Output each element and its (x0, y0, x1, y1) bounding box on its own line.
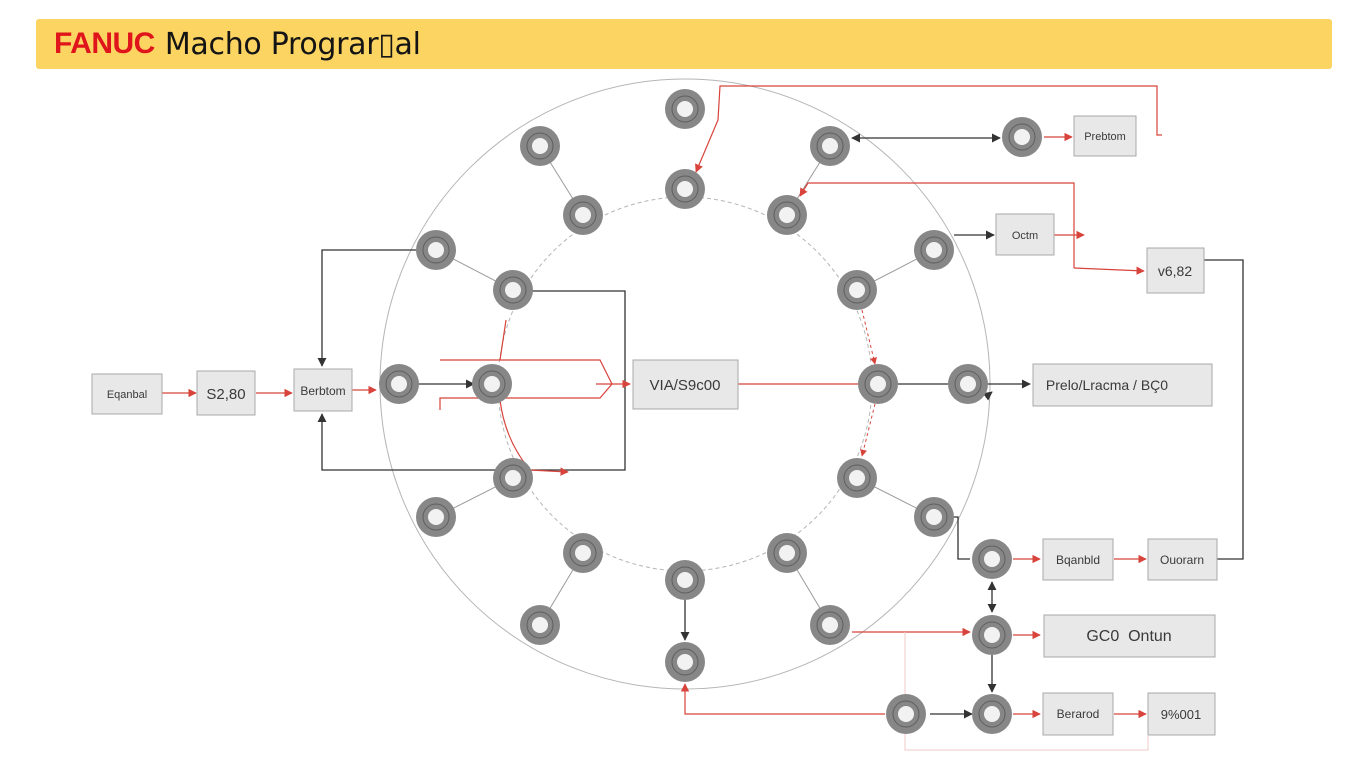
node-bottom-chain-left[interactable] (886, 694, 926, 734)
node-outer-left[interactable] (379, 364, 419, 404)
box-mid-right-label: Octm (1012, 230, 1038, 242)
node-top-right-link[interactable] (1002, 117, 1042, 157)
node-outer-bottom-right[interactable] (810, 605, 850, 645)
box-top-right-label: Prebtom (1084, 131, 1126, 143)
box-left-input[interactable]: Eqanbal (91, 373, 163, 415)
node-inner-lower-left[interactable] (493, 458, 533, 498)
box-bottom-label2[interactable]: Ouorarn (1147, 538, 1218, 581)
node-inner-top[interactable] (665, 169, 705, 209)
box-value-right-label: v6,82 (1158, 263, 1192, 279)
node-inner-upper-right[interactable] (837, 270, 877, 310)
node-outer-right[interactable] (948, 364, 988, 404)
box-left-button[interactable]: Berbtom (293, 368, 353, 412)
boxes: Eqanbal S2,80 Berbtom VIA/S9c00 Prebtom … (91, 115, 1218, 736)
box-bottom-label3[interactable]: Berarod (1042, 692, 1114, 736)
page-title: Macho Prograr▯al (164, 26, 421, 62)
node-outer-top[interactable] (665, 89, 705, 129)
node-bottom-chain-2[interactable] (972, 615, 1012, 655)
box-bottom-output[interactable]: GC0 Ontun (1043, 614, 1216, 658)
box-center-value[interactable]: VIA/S9c00 (632, 359, 739, 410)
node-inner-bottom-left[interactable] (563, 533, 603, 573)
box-result-right[interactable]: Prelo/Lracma / BÇ0 (1032, 363, 1213, 407)
node-bottom-chain-1[interactable] (972, 539, 1012, 579)
box-center-value-label: VIA/S9c00 (650, 377, 721, 394)
node-outer-bottom-left[interactable] (520, 605, 560, 645)
brand-logo: FANUC (54, 27, 155, 60)
red-connectors (162, 85, 1162, 719)
box-bottom-label2-text: Ouorarn (1160, 553, 1204, 567)
node-outer-top-right[interactable] (810, 126, 850, 166)
box-bottom-label3-text: Berarod (1057, 707, 1100, 721)
box-left-input-label: Eqanbal (107, 389, 147, 401)
node-inner-bottom[interactable] (665, 560, 705, 600)
box-bottom-output-label: GC0 Ontun (1086, 628, 1171, 645)
node-inner-top-right[interactable] (767, 195, 807, 235)
red-dashed-connectors (860, 309, 877, 457)
box-bottom-label1[interactable]: Bqanbld (1042, 538, 1114, 581)
node-inner-right[interactable] (858, 364, 898, 404)
node-inner-left[interactable] (472, 364, 512, 404)
box-value-right[interactable]: v6,82 (1146, 247, 1205, 294)
box-mid-right[interactable]: Octm (995, 213, 1055, 256)
node-outer-lower-left[interactable] (416, 497, 456, 537)
box-bottom-value-label: 9%001 (1161, 707, 1201, 722)
node-bottom-chain-3[interactable] (972, 694, 1012, 734)
node-inner-top-left[interactable] (563, 195, 603, 235)
node-outer-upper-right[interactable] (914, 230, 954, 270)
box-left-value-label: S2,80 (206, 386, 245, 403)
faint-guides (904, 632, 1149, 751)
node-inner-lower-right[interactable] (837, 458, 877, 498)
box-left-button-label: Berbtom (300, 384, 345, 398)
node-inner-bottom-right[interactable] (767, 533, 807, 573)
box-bottom-label1-text: Bqanbld (1056, 553, 1100, 567)
node-inner-upper-left[interactable] (493, 270, 533, 310)
node-outer-upper-left[interactable] (416, 230, 456, 270)
node-outer-lower-right[interactable] (914, 497, 954, 537)
nodes (379, 89, 1042, 734)
node-outer-bottom[interactable] (665, 642, 705, 682)
title-bar: FANUC Macho Prograr▯al (36, 19, 1332, 69)
node-outer-top-left[interactable] (520, 126, 560, 166)
box-result-right-label: Prelo/Lracma / BÇ0 (1046, 377, 1168, 393)
box-left-value[interactable]: S2,80 (196, 370, 256, 416)
box-top-right[interactable]: Prebtom (1073, 115, 1137, 157)
box-bottom-value[interactable]: 9%001 (1147, 692, 1216, 736)
